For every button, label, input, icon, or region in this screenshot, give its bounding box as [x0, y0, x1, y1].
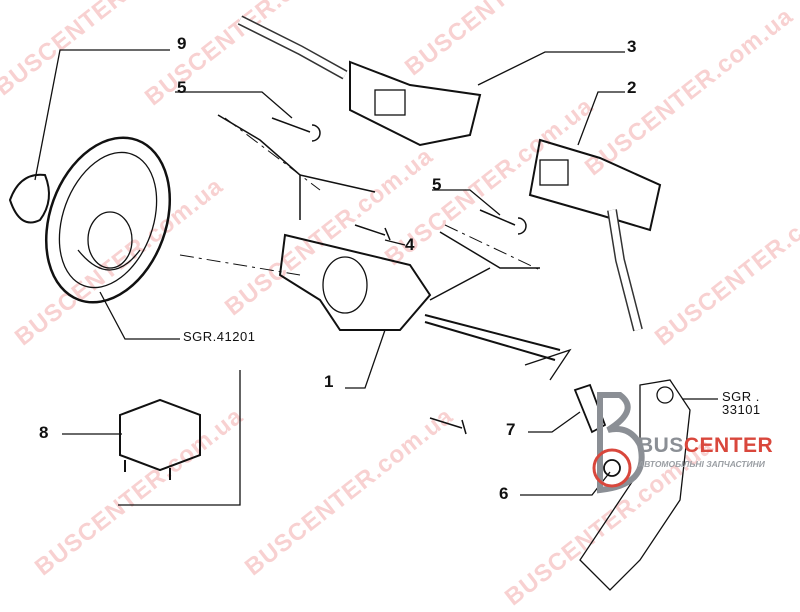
relay [119, 398, 201, 480]
leader-lines [34, 49, 718, 506]
light-switch [528, 138, 662, 332]
column-housing [278, 233, 432, 331]
callout-7: 7 [506, 420, 516, 439]
callout-4: 4 [405, 235, 415, 254]
steering-wheel [44, 136, 172, 304]
steering-shaft [424, 314, 572, 381]
centerlines [179, 117, 541, 276]
sensor [573, 383, 607, 434]
logo-brand-red: CENTER [683, 434, 774, 457]
callout-2: 2 [627, 78, 637, 97]
callout-5: 5 [432, 175, 442, 194]
callout-6: 6 [499, 484, 509, 503]
logo-mark [592, 392, 645, 494]
reference-pedal: SGR . 33101 [722, 389, 761, 417]
wiper-switch [237, 15, 482, 147]
callout-5: 5 [177, 78, 187, 97]
callout-9: 9 [177, 34, 187, 53]
nut [603, 459, 621, 477]
airbag-cover [8, 173, 50, 224]
callout-8: 8 [39, 423, 49, 442]
pedal-assembly [579, 379, 691, 591]
screws [271, 117, 527, 435]
logo-brand-grey: BUS [638, 434, 684, 457]
reference-steering: SGR.41201 [183, 329, 256, 344]
buscenter-logo: BUSCENTER АВТОМОБІЛЬНІ ЗАПЧАСТИНИ [638, 434, 773, 469]
callout-3: 3 [627, 37, 637, 56]
logo-tagline: АВТОМОБІЛЬНІ ЗАПЧАСТИНИ [638, 459, 765, 469]
callout-1: 1 [324, 372, 334, 391]
